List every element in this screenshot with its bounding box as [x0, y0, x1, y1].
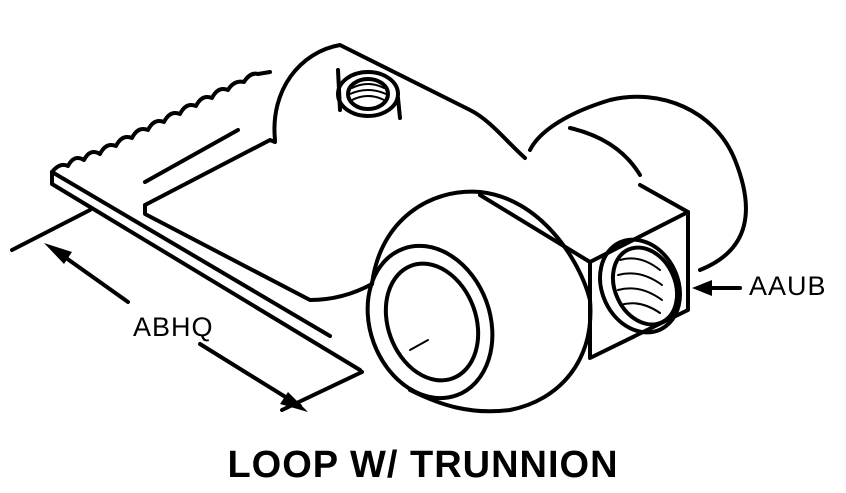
port-threads: [617, 257, 663, 314]
port-leader-arrow: [692, 280, 712, 296]
front-trunnion-body: [370, 189, 593, 414]
boss-side: [336, 68, 402, 120]
dimension-arrow-left: [44, 243, 72, 264]
port-label: AAUB: [749, 271, 827, 301]
dimension-line-lower: [198, 342, 302, 408]
strap-surface-line: [143, 128, 240, 184]
strap-torn-edge: [50, 70, 272, 174]
front-ring-inner: [383, 261, 481, 383]
strap-front-edge: [50, 170, 362, 372]
strap-plate: [143, 138, 374, 302]
front-ring-outer: [365, 243, 495, 401]
ring-highlight: [409, 339, 429, 351]
tapped-hole-threads: [349, 83, 387, 101]
dimension-label: ABHQ: [133, 312, 214, 342]
rear-trunnion-edge: [568, 126, 642, 177]
rear-trunnion: [528, 94, 748, 272]
port-outer: [598, 237, 682, 335]
dimension-ext-line-left: [10, 208, 92, 252]
strap-top-edge: [50, 170, 332, 338]
dimension-arrow-right: [280, 392, 308, 412]
port-inner: [610, 245, 680, 327]
figure-caption: LOOP W/ TRUNNION: [227, 444, 619, 486]
tapped-hole-inner: [346, 77, 390, 111]
top-boss: [272, 43, 527, 160]
